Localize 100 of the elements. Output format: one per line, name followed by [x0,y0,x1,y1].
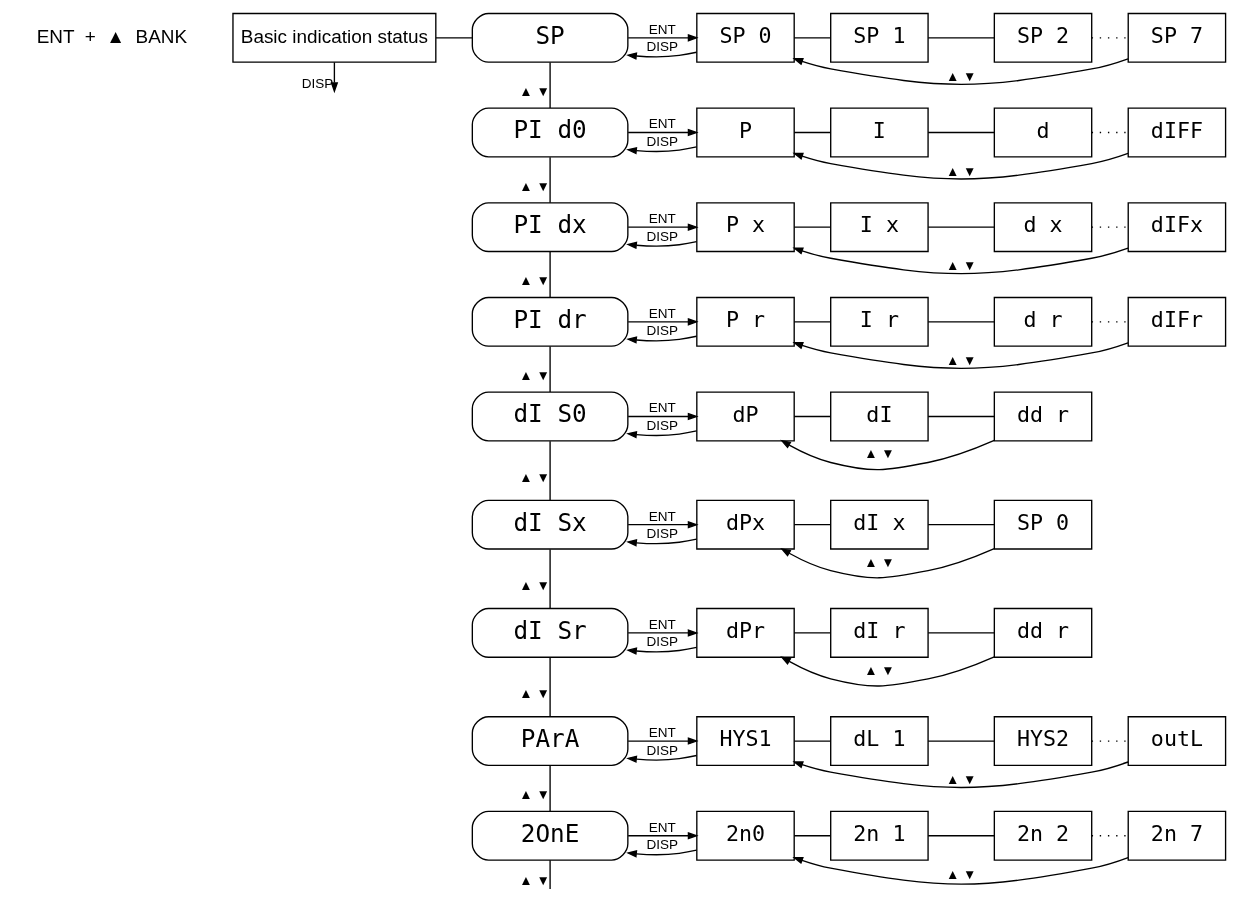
edge-label: DISP [646,634,679,650]
edge-label: DISP [646,742,679,758]
arrow [627,223,699,231]
arrow [626,754,698,763]
node-box: 2n0 [696,810,795,861]
arrow [627,831,699,840]
arrow [626,430,698,439]
node-box: PI dx [471,202,629,253]
node-box: 2OnE [471,810,629,861]
edge-label: DISP [646,837,679,853]
edge-label: ▲ ▼ [519,685,550,701]
edge-label: ▲ ▼ [519,787,550,803]
edge-label: ENT [648,819,676,835]
edge-label: ▲ ▼ [519,84,550,100]
edge-label: ENT [648,305,676,321]
node-box: dI Sx [471,499,629,550]
node-box: SP 1 [830,12,929,63]
connector [793,835,831,837]
edge-label: DISP [646,323,679,339]
arrow [627,520,699,529]
connector [927,37,995,39]
node-box: dI [830,391,929,442]
connector [549,548,551,610]
node-box: P [696,107,795,158]
connector [927,131,995,134]
connector [927,524,995,526]
node-box: Basic indication status [232,12,437,63]
edge-label: DISP [646,134,679,150]
node-box: dIFx [1127,202,1227,253]
arrow [626,849,698,858]
connector [793,524,831,526]
arrow [792,247,1129,275]
connector [927,321,995,323]
node-box: dI x [830,499,929,550]
connector [927,415,995,418]
edge-label: ▲ ▼ [519,178,550,194]
arrow [330,61,339,94]
arrow [626,240,698,250]
node-box: 2n 1 [830,810,929,861]
node-box: d r [993,296,1093,347]
node-box: SP 0 [696,12,795,63]
node-box: SP [471,12,629,63]
arrow [792,761,1129,789]
connector [549,156,551,204]
edge-label: ▲ ▼ [945,867,977,882]
edge-label: DISP [301,75,334,91]
connector [793,321,831,323]
connector [549,440,551,501]
connector [435,37,473,39]
arrow [792,856,1129,885]
node-box: dP [696,391,795,442]
node-box: P r [696,296,795,347]
connector [927,835,995,837]
connector [549,765,551,812]
arrow [792,152,1129,180]
connector [549,251,551,299]
connector [549,859,551,890]
node-box: dIFF [1127,107,1227,158]
node-box: PI dr [471,296,629,347]
arrow [627,34,699,42]
node-box: dIFr [1127,296,1227,347]
edge-label: ▲ ▼ [519,469,550,485]
node-box: I x [830,202,929,253]
edge-label: ENT [648,211,676,227]
connector [549,657,551,718]
node-box: 2n 7 [1127,810,1227,861]
connector [793,226,831,228]
node-box: I [830,107,929,158]
edge-label: ▲ ▼ [945,258,977,274]
arrow [626,146,698,155]
edge-label: ENT [648,508,676,524]
connector [793,37,831,39]
edge-label: ▲ ▼ [519,368,550,384]
node-box: dd r [993,391,1093,442]
edge-label: DISP [646,418,679,434]
arrow [780,439,995,471]
edge-label: ▲ ▼ [945,69,977,85]
edge-label: ENT [648,725,676,741]
node-box: dd r [993,607,1093,658]
edge-label: ENT [648,116,676,132]
arrow [627,412,699,421]
node-box: outL [1127,716,1227,767]
connector [793,740,831,742]
arrow [780,547,995,579]
arrow [792,58,1129,85]
node-box: P x [696,202,795,253]
connector [793,632,831,634]
edge-label: DISP [646,228,679,244]
edge-label: ▲ ▼ [945,163,977,179]
node-box: PArA [471,716,629,767]
edge-label: ▲ ▼ [519,873,550,889]
node-box: dPx [696,499,795,550]
node-box: SP 7 [1127,12,1227,63]
arrow [626,646,698,655]
node-box: HYS1 [696,716,795,767]
node-box: d [993,107,1093,158]
node-box: dI S0 [471,391,629,442]
node-box: dI Sr [471,607,629,658]
edge-label: DISP [646,526,679,542]
node-box: dPr [696,607,795,658]
